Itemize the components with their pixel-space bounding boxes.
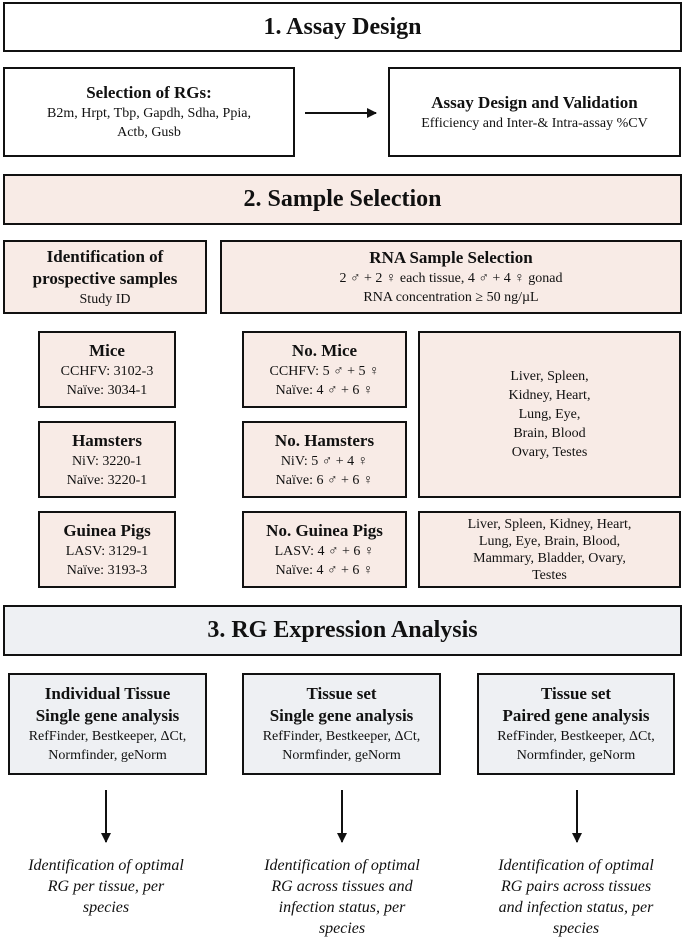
tissues-guinea-line-4: Testes [532, 567, 567, 583]
rna-selection-line-1: 2 ♂ + 2 ♀ each tissue, 4 ♂ + 4 ♀ gonad [339, 271, 563, 286]
guinea-pigs-box: Guinea Pigs LASV: 3129-1 Naïve: 3193-3 [38, 511, 176, 588]
tissues-rodents-line-4: Brain, Blood [513, 426, 586, 441]
mice-title: Mice [89, 340, 125, 360]
analysis-1-title-1: Individual Tissue [44, 684, 171, 703]
section-2-title: 2. Sample Selection [243, 186, 442, 212]
outcome-2-line-4: species [318, 920, 366, 937]
no-mice-title: No. Mice [291, 340, 358, 360]
hamsters-title: Hamsters [72, 430, 142, 450]
outcome-2-line-3: infection status, per [278, 899, 406, 916]
no-mice-box: No. Mice CCHFV: 5 ♂ + 5 ♀ Naïve: 4 ♂ + 6… [242, 331, 407, 408]
no-hamsters-line-1: NiV: 5 ♂ + 4 ♀ [280, 453, 369, 469]
analysis-1-line-2: Normfinder, geNorm [48, 748, 167, 763]
tissues-rodents-line-5: Ovary, Testes [511, 445, 588, 460]
outcome-3-line-4: species [552, 920, 600, 937]
rg-selection-title: Selection of RGs: [86, 83, 212, 102]
outcome-3: Identification of optimal RG pairs acros… [468, 855, 684, 939]
section-2-header: 2. Sample Selection [3, 174, 682, 225]
analysis-box-tissue-set-single: Tissue set Single gene analysis RefFinde… [242, 673, 441, 775]
prospective-sub: Study ID [79, 291, 131, 307]
rna-selection-title: RNA Sample Selection [369, 248, 533, 267]
rg-selection-box: Selection of RGs: B2m, Hrpt, Tbp, Gapdh,… [3, 67, 295, 157]
section-1-header: 1. Assay Design [3, 2, 682, 52]
no-mice-line-1: CCHFV: 5 ♂ + 5 ♀ [269, 363, 380, 379]
section-3-title: 3. RG Expression Analysis [207, 617, 478, 643]
tissues-guinea-line-3: Mammary, Bladder, Ovary, [473, 550, 626, 566]
rna-selection-box: RNA Sample Selection 2 ♂ + 2 ♀ each tiss… [220, 240, 682, 314]
hamsters-box: Hamsters NiV: 3220-1 Naïve: 3220-1 [38, 421, 176, 498]
prospective-title-1: Identification of [46, 246, 164, 266]
rna-selection-line-2: RNA concentration ≥ 50 ng/µL [363, 290, 539, 305]
no-guinea-pigs-line-1: LASV: 4 ♂ + 6 ♀ [274, 543, 375, 559]
guinea-pigs-line-1: LASV: 3129-1 [65, 543, 149, 559]
no-mice-line-2: Naïve: 4 ♂ + 6 ♀ [275, 382, 374, 398]
outcome-1: Identification of optimal RG per tissue,… [0, 855, 212, 918]
rg-list-line-1: B2m, Hrpt, Tbp, Gapdh, Sdha, Ppia, [47, 106, 251, 121]
outcome-2-line-2: RG across tissues and [271, 878, 413, 895]
guinea-pigs-line-2: Naïve: 3193-3 [66, 562, 148, 578]
mice-line-2: Naïve: 3034-1 [66, 382, 148, 398]
outcome-2-line-1: Identification of optimal [264, 857, 420, 874]
rg-list-line-2: Actb, Gusb [117, 125, 181, 140]
no-hamsters-box: No. Hamsters NiV: 5 ♂ + 4 ♀ Naïve: 6 ♂ +… [242, 421, 407, 498]
outcome-1-line-2: RG per tissue, per [47, 878, 165, 895]
guinea-pigs-title: Guinea Pigs [63, 520, 151, 540]
outcome-3-line-3: and infection status, per [498, 899, 654, 916]
analysis-2-title-2: Single gene analysis [269, 706, 414, 725]
tissues-guinea-line-2: Lung, Eye, Brain, Blood, [478, 533, 621, 549]
analysis-box-tissue-set-paired: Tissue set Paired gene analysis RefFinde… [477, 673, 675, 775]
outcome-1-line-3: species [82, 899, 130, 916]
hamsters-line-2: Naïve: 3220-1 [66, 472, 148, 488]
analysis-2-line-2: Normfinder, geNorm [282, 748, 401, 763]
tissues-guinea-line-1: Liver, Spleen, Kidney, Heart, [467, 516, 632, 532]
mice-box: Mice CCHFV: 3102-3 Naïve: 3034-1 [38, 331, 176, 408]
analysis-2-title-1: Tissue set [306, 684, 377, 703]
outcome-1-line-1: Identification of optimal [28, 857, 184, 874]
section-3-header: 3. RG Expression Analysis [3, 605, 682, 656]
no-guinea-pigs-box: No. Guinea Pigs LASV: 4 ♂ + 6 ♀ Naïve: 4… [242, 511, 407, 588]
tissues-rodents-box: Liver, Spleen, Kidney, Heart, Lung, Eye,… [418, 331, 681, 498]
analysis-3-title-1: Tissue set [540, 684, 612, 703]
analysis-3-line-2: Normfinder, geNorm [516, 748, 636, 763]
analysis-3-title-2: Paired gene analysis [502, 706, 650, 725]
analysis-2-line-1: RefFinder, Bestkeeper, ΔCt, [262, 729, 421, 744]
outcome-3-line-1: Identification of optimal [498, 857, 654, 874]
analysis-box-individual-tissue: Individual Tissue Single gene analysis R… [8, 673, 207, 775]
prospective-title-2: prospective samples [32, 268, 178, 288]
tissues-rodents-line-2: Kidney, Heart, [508, 388, 591, 403]
section-1-title: 1. Assay Design [263, 13, 422, 40]
hamsters-line-1: NiV: 3220-1 [71, 453, 143, 469]
assay-validation-text: Efficiency and Inter-& Intra-assay %CV [421, 115, 648, 131]
analysis-1-title-2: Single gene analysis [35, 706, 180, 725]
no-hamsters-line-2: Naïve: 6 ♂ + 6 ♀ [275, 472, 374, 488]
outcome-2: Identification of optimal RG across tiss… [235, 855, 449, 939]
no-guinea-pigs-title: No. Guinea Pigs [266, 520, 383, 540]
analysis-1-line-1: RefFinder, Bestkeeper, ΔCt, [28, 729, 187, 744]
mice-line-1: CCHFV: 3102-3 [60, 363, 154, 379]
assay-validation-title: Assay Design and Validation [431, 92, 638, 112]
prospective-samples-box: Identification of prospective samples St… [3, 240, 207, 314]
outcome-3-line-2: RG pairs across tissues [500, 878, 652, 895]
tissues-guinea-box: Liver, Spleen, Kidney, Heart, Lung, Eye,… [418, 511, 681, 588]
tissues-rodents-line-3: Lung, Eye, [518, 407, 581, 422]
analysis-3-line-1: RefFinder, Bestkeeper, ΔCt, [497, 729, 655, 744]
tissues-rodents-line-1: Liver, Spleen, [510, 369, 589, 384]
no-guinea-pigs-line-2: Naïve: 4 ♂ + 6 ♀ [275, 562, 374, 578]
no-hamsters-title: No. Hamsters [274, 430, 375, 450]
assay-validation-box: Assay Design and Validation Efficiency a… [388, 67, 681, 157]
